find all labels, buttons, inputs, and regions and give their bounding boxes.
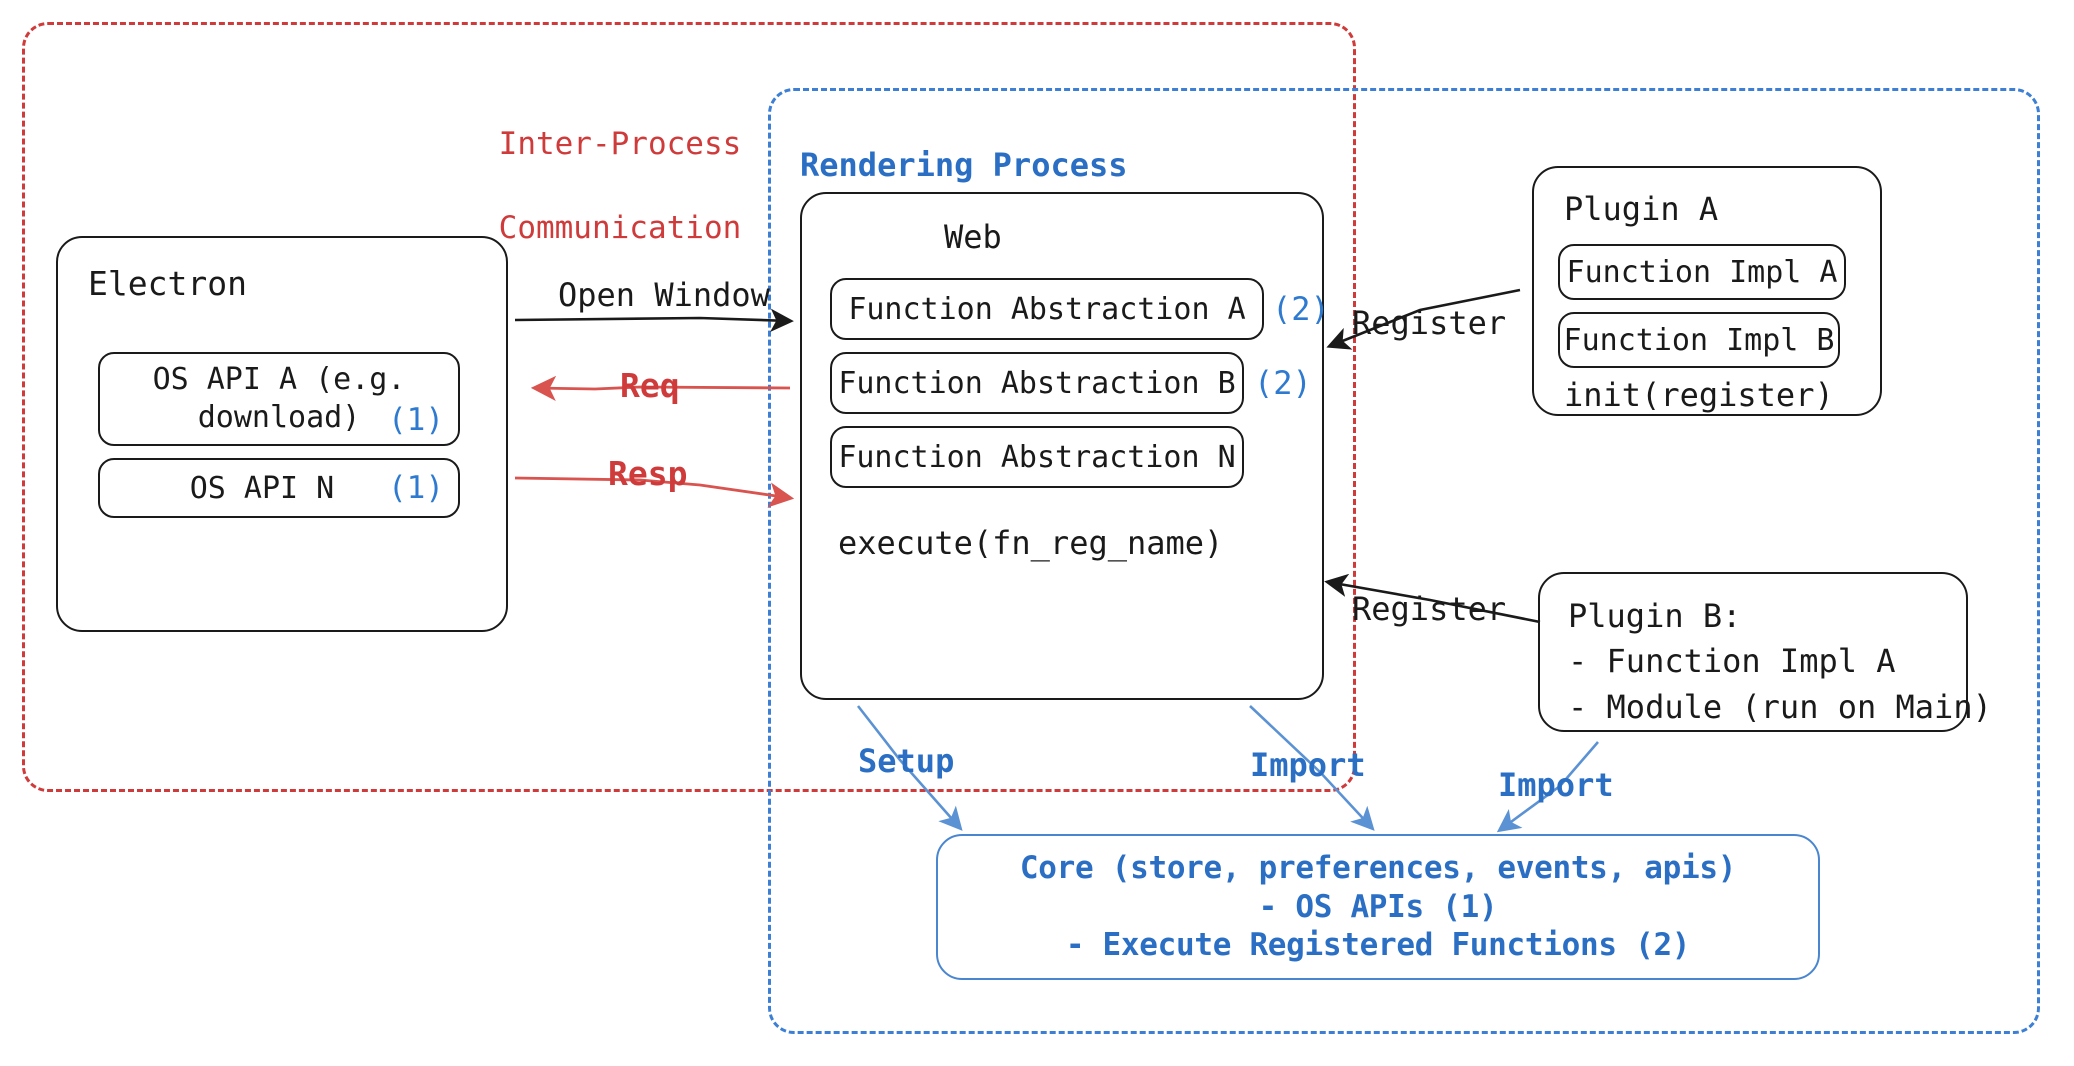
web-box: Web Function Abstraction A (2) Function …: [800, 192, 1330, 700]
os-api-n-box[interactable]: OS API N: [98, 458, 460, 518]
edge-label-register-plugin-a: Register: [1352, 304, 1507, 342]
plugin-a-function-impl-a-box[interactable]: Function Impl A: [1558, 244, 1846, 300]
edge-label-import-web: Import: [1250, 746, 1366, 784]
edge-label-open-window: Open Window: [558, 276, 770, 314]
plugin-a-function-impl-a-label: Function Impl A: [1566, 254, 1838, 290]
function-abstraction-a-label: Function Abstraction A: [848, 291, 1246, 327]
rendering-process-label: Rendering Process: [800, 146, 1128, 184]
function-abstraction-b-label: Function Abstraction B: [838, 365, 1236, 401]
plugin-b-item-1: - Module (run on Main): [1568, 687, 1992, 726]
web-execute-label: execute(fn_reg_name): [838, 524, 1224, 562]
electron-box: Electron OS API A (e.g. download) (1) OS…: [56, 236, 508, 632]
ipc-group-boundary: [22, 22, 1356, 792]
core-line-1: Core (store, preferences, events, apis): [1019, 849, 1737, 886]
plugin-a-function-impl-b-box[interactable]: Function Impl B: [1558, 312, 1840, 368]
function-abstraction-b-marker: (2): [1254, 364, 1312, 402]
os-api-a-box[interactable]: OS API A (e.g. download): [98, 352, 460, 446]
edge-label-req: Req: [620, 366, 680, 405]
edge-label-import-plugin: Import: [1498, 766, 1614, 804]
edge-label-setup: Setup: [858, 742, 955, 780]
core-box: Core (store, preferences, events, apis) …: [936, 834, 1820, 980]
ipc-group-label: Inter-Process Communication: [424, 82, 742, 291]
plugin-b-item-0: - Function Impl A: [1568, 642, 1896, 681]
electron-title: Electron: [88, 264, 247, 303]
os-api-n-label: OS API N: [189, 470, 335, 506]
plugin-a-function-impl-b-label: Function Impl B: [1563, 322, 1835, 358]
core-line-2: - OS APIs (1): [1258, 888, 1498, 925]
function-abstraction-a-box[interactable]: Function Abstraction A: [830, 278, 1264, 340]
plugin-a-box: Plugin A Function Impl A Function Impl B…: [1532, 166, 1882, 416]
plugin-b-box: Plugin B: - Function Impl A - Module (ru…: [1538, 572, 1992, 732]
ipc-label-line2: Communication: [498, 209, 742, 246]
rendering-process-group-boundary: [768, 88, 2040, 1034]
core-line-3: - Execute Registered Functions (2): [1065, 927, 1691, 964]
plugin-b-title: Plugin B:: [1568, 597, 1742, 635]
function-abstraction-b-box[interactable]: Function Abstraction B: [830, 352, 1244, 414]
os-api-a-label: OS API A (e.g. download): [152, 361, 406, 435]
ipc-label-line1: Inter-Process: [498, 125, 742, 162]
edge-label-resp: Resp: [608, 454, 688, 493]
function-abstraction-n-box[interactable]: Function Abstraction N: [830, 426, 1244, 488]
plugin-a-init-label: init(register): [1564, 376, 1834, 414]
plugin-a-title: Plugin A: [1564, 190, 1719, 228]
function-abstraction-a-marker: (2): [1272, 290, 1330, 328]
web-title: Web: [944, 218, 1002, 256]
os-api-a-marker: (1): [388, 402, 444, 438]
edge-label-register-plugin-b: Register: [1352, 590, 1507, 628]
function-abstraction-n-label: Function Abstraction N: [838, 439, 1236, 475]
os-api-n-marker: (1): [388, 470, 444, 506]
